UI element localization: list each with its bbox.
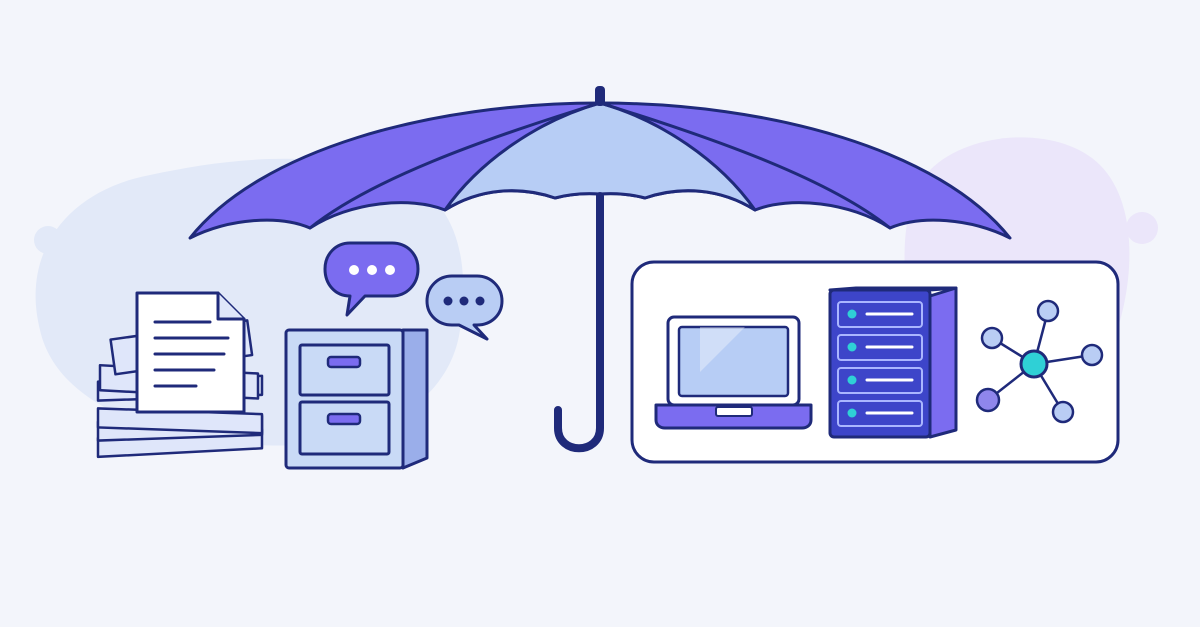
- server-slots: [837, 301, 923, 427]
- network-hub-node: [1019, 349, 1049, 379]
- chat-bubble-large: [323, 241, 420, 317]
- laptop-trackpad: [715, 406, 753, 417]
- chat-bubble-small: [425, 274, 504, 341]
- devices-panel: [630, 260, 1120, 464]
- server-side: [928, 286, 958, 439]
- umbrella-rib-left: [308, 101, 602, 230]
- umbrella-icon: [188, 86, 1012, 453]
- server-top: [828, 286, 958, 292]
- background-dot-left: [34, 226, 62, 254]
- filing-cabinet-icon: [284, 328, 429, 470]
- umbrella-handle: [554, 192, 604, 453]
- background-dot-right: [1126, 212, 1158, 244]
- drawer-handle: [326, 412, 362, 426]
- cabinet-drawer-bottom: [298, 400, 391, 456]
- chat-bubble-icon: [323, 241, 504, 341]
- network-node: [980, 326, 1004, 350]
- server-rack-icon: [828, 286, 958, 439]
- network-node: [1036, 299, 1060, 323]
- document-fold: [216, 291, 246, 321]
- drawer-handle: [326, 355, 362, 369]
- laptop-screen: [677, 325, 790, 398]
- document-stack-icon: [96, 291, 264, 459]
- network-node: [975, 387, 1001, 413]
- network-node: [1051, 400, 1075, 424]
- document-text-lines: [153, 320, 230, 388]
- laptop-icon: [654, 315, 813, 430]
- network-node: [1080, 343, 1104, 367]
- umbrella-tip: [595, 86, 605, 106]
- cabinet-side: [401, 328, 429, 470]
- cabinet-drawer-top: [298, 343, 391, 397]
- laptop-screen-glare: [700, 327, 745, 372]
- network-nodes-icon: [975, 299, 1104, 424]
- umbrella-rib-right: [598, 101, 892, 230]
